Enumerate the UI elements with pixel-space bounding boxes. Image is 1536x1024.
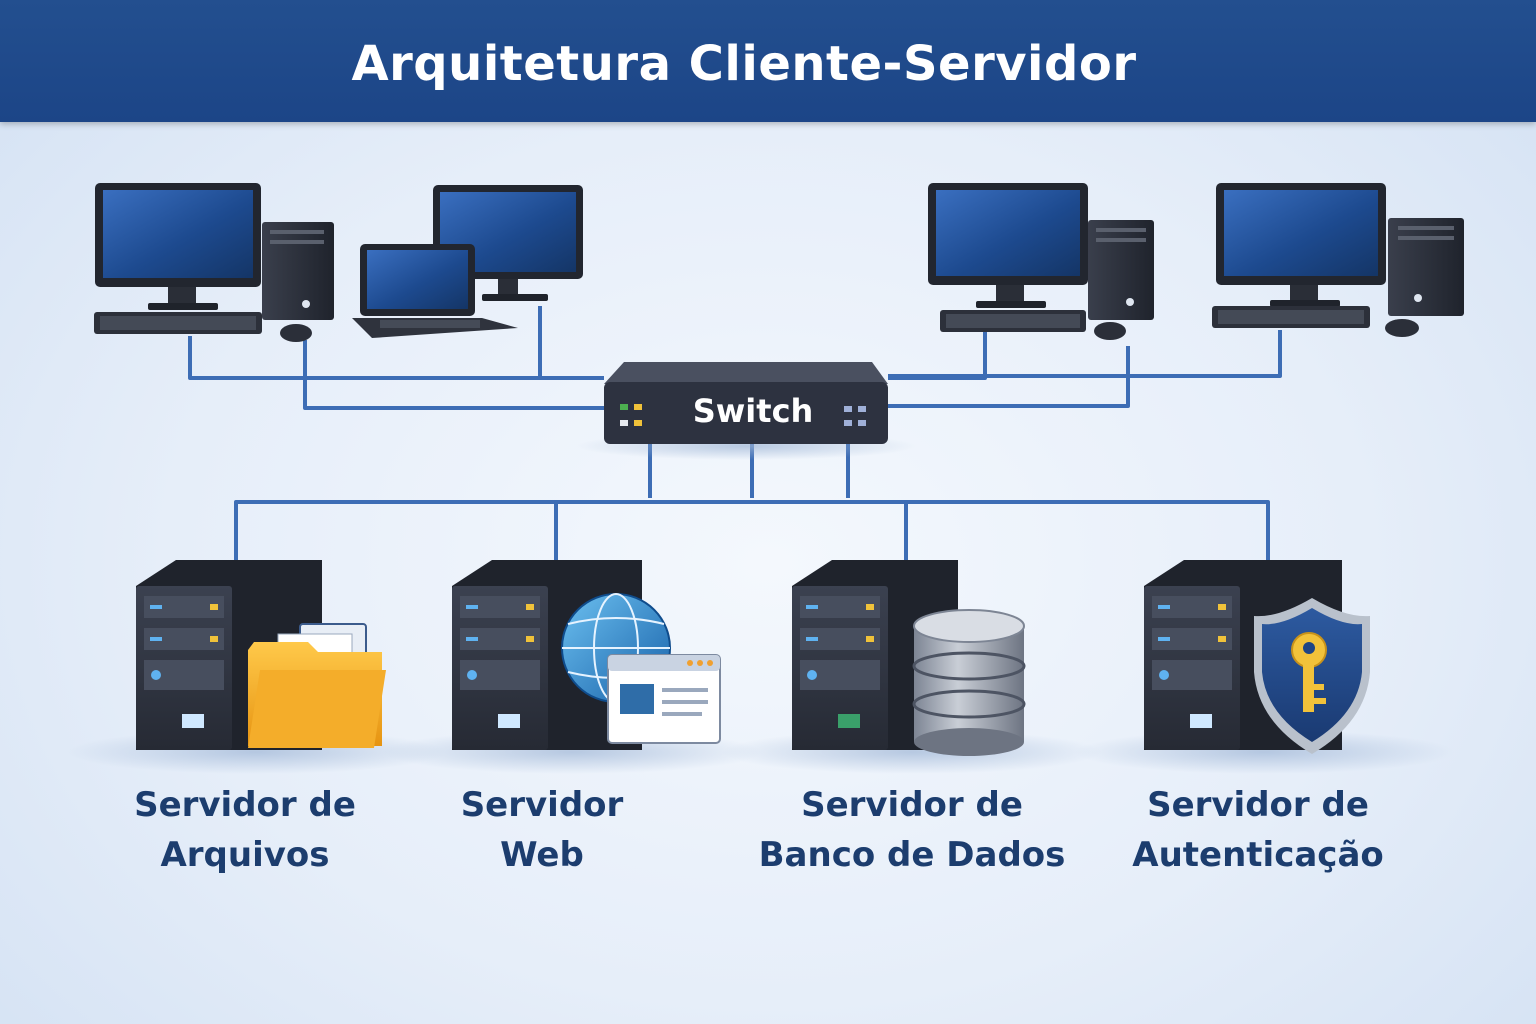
label-authentication-server: Servidor de Autenticação: [1110, 780, 1406, 880]
label-line-2: Arquivos: [160, 835, 330, 875]
label-file-server: Servidor de Arquivos: [100, 780, 390, 880]
database-icon: [912, 609, 1026, 756]
label-line-2: Web: [500, 835, 584, 875]
label-line-1: Servidor de: [801, 785, 1023, 825]
cable-client-4: [888, 332, 987, 380]
shield-key-icon: [1254, 598, 1370, 754]
folder-icon: [248, 623, 386, 748]
switch-label: Switch: [692, 392, 814, 430]
client-laptop-2: [352, 185, 583, 338]
cable-server-bus: [234, 500, 1270, 560]
label-line-2: Banco de Dados: [758, 835, 1066, 875]
network-cables: [188, 306, 1282, 560]
cable-client-1: [188, 336, 604, 380]
cable-client-2: [303, 340, 604, 410]
client-desktop-1: [94, 183, 334, 342]
network-switch: [576, 362, 916, 460]
label-line-2: Autenticação: [1132, 835, 1384, 875]
title-banner: Arquitetura Cliente-Servidor: [0, 0, 1536, 122]
label-web-server: Servidor Web: [410, 780, 674, 880]
label-line-1: Servidor: [460, 785, 624, 825]
label-line-1: Servidor de: [1147, 785, 1369, 825]
cable-client-6: [888, 346, 1130, 408]
server-database: [722, 560, 1102, 774]
label-line-1: Servidor de: [134, 785, 356, 825]
cable-client-5: [888, 330, 1282, 378]
diagram-title: Arquitetura Cliente-Servidor: [351, 36, 1137, 92]
label-database-server: Servidor de Banco de Dados: [742, 780, 1082, 880]
client-desktop-3: [928, 183, 1154, 340]
browser-window-icon: [607, 654, 721, 744]
client-desktop-4: [1212, 183, 1464, 337]
